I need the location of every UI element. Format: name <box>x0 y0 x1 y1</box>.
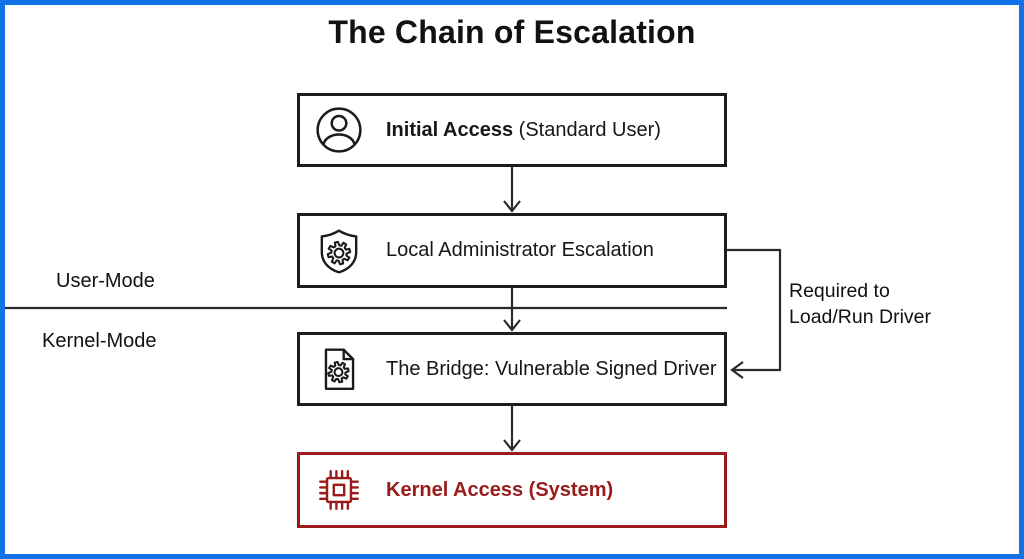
shield-gear-icon <box>314 226 364 276</box>
kernel-mode-label: Kernel-Mode <box>42 330 157 352</box>
node-kernel-access: Kernel Access (System) <box>297 452 727 528</box>
bypass-annotation-line1: Required to <box>789 280 890 302</box>
bypass-annotation-line2: Load/Run Driver <box>789 306 931 328</box>
bypass-connector-line <box>727 248 782 372</box>
arrow-initial-to-admin-head <box>503 200 521 213</box>
node-vulnerable-signed-driver: The Bridge: Vulnerable Signed Driver <box>297 332 727 406</box>
node-label: The Bridge: Vulnerable Signed Driver <box>386 357 717 380</box>
bypass-connector-head <box>730 361 744 379</box>
node-label: Local Administrator Escalation <box>386 239 654 261</box>
node-local-admin-escalation: Local Administrator Escalation <box>297 213 727 288</box>
user-icon <box>314 105 364 155</box>
node-initial-access: Initial Access (Standard User) <box>297 93 727 167</box>
arrow-bridge-to-kernel-head <box>503 439 521 452</box>
diagram-title: The Chain of Escalation <box>328 14 696 50</box>
document-gear-icon <box>314 344 364 394</box>
node-label: Initial Access (Standard User) <box>386 118 661 141</box>
arrow-admin-to-bridge-head <box>503 319 521 332</box>
user-mode-label: User-Mode <box>56 270 155 292</box>
bypass-annotation: Required to Load/Run Driver <box>789 278 931 330</box>
chip-icon <box>314 465 364 515</box>
node-label: Kernel Access (System) <box>386 478 614 501</box>
